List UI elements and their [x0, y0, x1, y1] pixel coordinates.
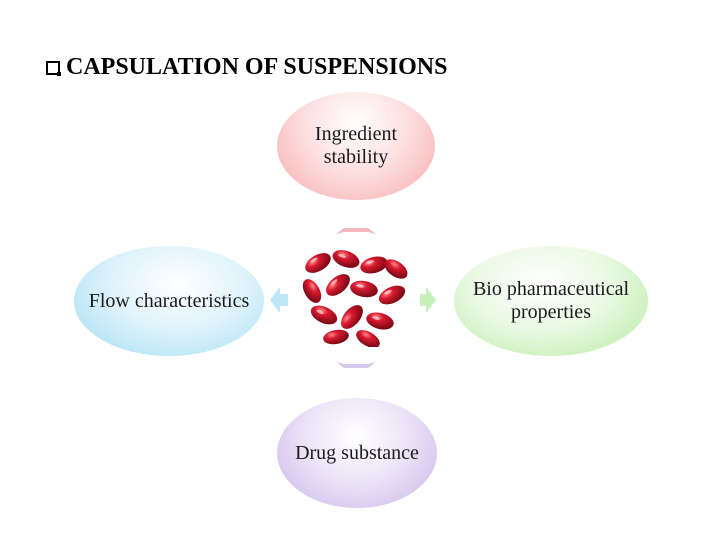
node-bio-pharmaceutical-properties: Bio pharmaceutical properties [454, 246, 648, 356]
node-drug-substance: Drug substance [277, 398, 437, 508]
arrow-right-icon [420, 287, 436, 313]
node-label: Drug substance [295, 441, 419, 464]
arrow-up-icon [336, 228, 376, 234]
checkbox-bullet-icon [46, 60, 61, 76]
arrow-down-icon [336, 362, 376, 368]
arrow-left-icon [270, 287, 288, 313]
node-label: Flow characteristics [88, 289, 250, 312]
node-label: Ingredient stability [314, 123, 398, 168]
node-flow-characteristics: Flow characteristics [74, 246, 264, 356]
slide-title: CAPSULATION OF SUSPENSIONS [46, 54, 447, 81]
node-ingredient-stability: Ingredient stability [277, 92, 435, 200]
node-label: Bio pharmaceutical properties [472, 278, 630, 323]
slide-title-text: CAPSULATION OF SUSPENSIONS [66, 54, 448, 80]
capsules-image [296, 247, 416, 347]
